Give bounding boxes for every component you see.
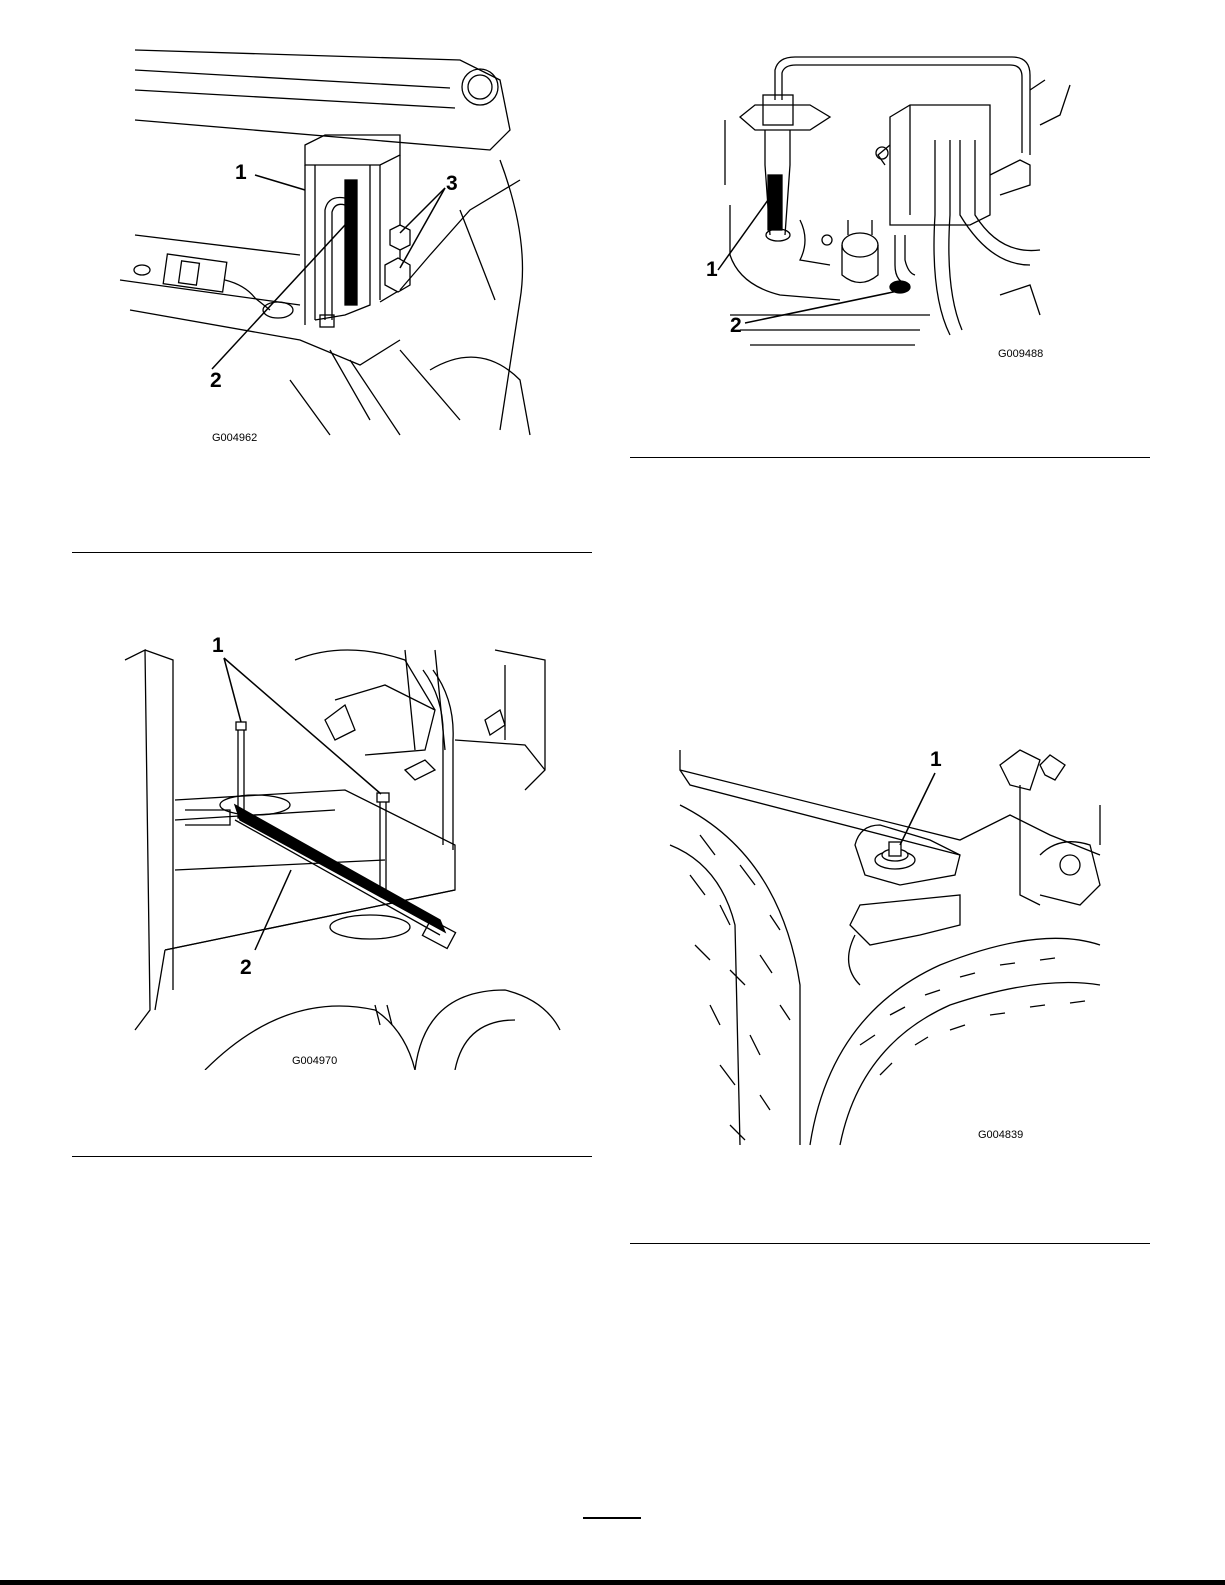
figure-g004839-rule <box>630 1243 1150 1244</box>
figure-g004839-callout-1: 1 <box>930 749 942 770</box>
figure-g004970-rule <box>72 1156 592 1157</box>
figure-g004962-callout-2: 2 <box>210 370 222 391</box>
figure-g009488-callout-2: 2 <box>730 315 742 336</box>
figure-g004970-drawing <box>105 630 565 1070</box>
figure-g009488-rule <box>630 457 1150 458</box>
figure-g004970: 1 2 G004970 <box>105 630 565 1070</box>
figure-g004962-drawing <box>100 40 560 450</box>
figure-g004962: 1 3 2 G004962 <box>100 40 560 450</box>
figure-g009488-id: G009488 <box>998 348 1043 360</box>
figure-g009488: 1 2 G009488 <box>700 45 1080 380</box>
figure-g009488-callout-1: 1 <box>706 259 718 280</box>
figure-g004839-drawing <box>660 745 1120 1155</box>
figure-g004970-callout-1: 1 <box>212 635 224 656</box>
page-number-underline <box>583 1517 641 1519</box>
figure-g004970-callout-2: 2 <box>240 957 252 978</box>
figure-g004962-rule <box>72 552 592 553</box>
figure-g004962-id: G004962 <box>212 432 257 444</box>
figure-g004962-callout-3: 3 <box>446 173 458 194</box>
figure-g004839: 1 G004839 <box>660 745 1120 1155</box>
page-bottom-border <box>0 1580 1225 1585</box>
figure-g009488-drawing <box>700 45 1080 380</box>
figure-g004970-id: G004970 <box>292 1055 337 1067</box>
figure-g004962-callout-1: 1 <box>235 162 247 183</box>
figure-g004839-id: G004839 <box>978 1129 1023 1141</box>
